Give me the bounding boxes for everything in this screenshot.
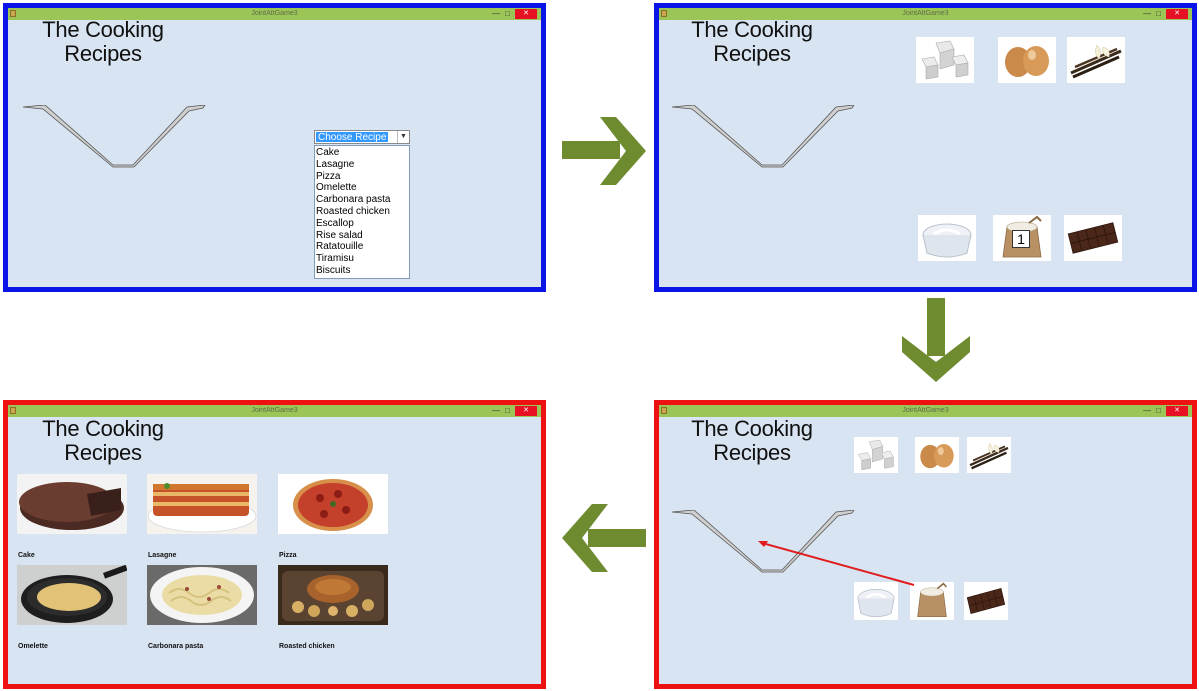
recipe-label: Cake <box>18 552 35 559</box>
window-title: JointAttGame3 <box>251 10 298 17</box>
recipe-option[interactable]: Omelette <box>316 182 357 194</box>
recipe-select[interactable]: Choose Recipe ▼ <box>314 130 410 144</box>
bowl-icon <box>23 105 206 168</box>
page-title: The Cooking Recipes <box>682 417 822 465</box>
app-icon <box>10 10 16 17</box>
close-icon[interactable]: ✕ <box>1166 406 1188 416</box>
flour-sack-icon[interactable] <box>910 582 954 620</box>
sugar-cubes-icon[interactable] <box>916 37 974 83</box>
recipe-label: Omelette <box>18 643 48 650</box>
window-title: JointAttGame3 <box>902 407 949 414</box>
arrow-down-icon <box>902 298 970 382</box>
minimize-icon[interactable]: — <box>1143 9 1152 18</box>
recipe-label: Carbonara pasta <box>148 643 204 650</box>
app-icon <box>10 407 16 414</box>
maximize-icon[interactable]: □ <box>1156 9 1161 18</box>
recipe-card-carbonara-pasta[interactable]: Carbonara pasta <box>147 565 257 650</box>
title-bar: JointAttGame3 — □ ✕ <box>659 405 1192 417</box>
drag-path-line <box>758 541 915 586</box>
recipe-option[interactable]: Roasted chicken <box>316 205 390 217</box>
app-icon <box>661 407 667 414</box>
yogurt-icon[interactable] <box>918 215 976 261</box>
page-title-line1: The Cooking <box>42 416 164 441</box>
page-title-line2: Recipes <box>64 440 142 465</box>
maximize-icon[interactable]: □ <box>505 9 510 18</box>
maximize-icon[interactable]: □ <box>505 406 510 415</box>
yogurt-icon[interactable] <box>854 582 898 620</box>
recipe-option[interactable]: Carbonara pasta <box>316 194 391 206</box>
recipe-dropdown[interactable]: Choose Recipe ▼ Cake Lasagne Pizza Omele… <box>314 130 410 279</box>
window-title: JointAttGame3 <box>251 407 298 414</box>
page-title-line2: Recipes <box>713 440 791 465</box>
minimize-icon[interactable]: — <box>492 9 501 18</box>
arrow-right-icon <box>562 117 646 185</box>
page-title-line1: The Cooking <box>691 17 813 42</box>
chocolate-bar-icon[interactable] <box>964 582 1008 620</box>
close-icon[interactable]: ✕ <box>1166 9 1188 19</box>
minimize-icon[interactable]: — <box>492 406 501 415</box>
bowl-icon <box>672 105 855 168</box>
recipe-label: Roasted chicken <box>279 643 335 650</box>
recipe-card-pizza[interactable]: Pizza <box>278 474 388 559</box>
sugar-cubes-icon[interactable] <box>854 437 898 473</box>
page-title-line2: Recipes <box>713 41 791 66</box>
panel-recipe-gallery: JointAttGame3 — □ ✕ The Cooking Recipes … <box>3 400 546 689</box>
recipe-card-omelette[interactable]: Omelette <box>17 564 128 650</box>
eggs-icon[interactable] <box>915 437 959 473</box>
app-icon <box>661 10 667 17</box>
recipe-option[interactable]: Lasagne <box>316 158 355 170</box>
page-title: The Cooking Recipes <box>33 417 173 465</box>
recipe-card-roasted-chicken[interactable]: Roasted chicken <box>278 565 388 650</box>
chocolate-bar-icon[interactable] <box>1064 215 1122 261</box>
flour-sack-icon[interactable]: 1 <box>992 214 1052 262</box>
pizza-image[interactable] <box>278 474 388 534</box>
recipe-option[interactable]: Biscuits <box>316 264 351 276</box>
minimize-icon[interactable]: — <box>1143 406 1152 415</box>
panel-ingredients: JointAttGame3 — □ ✕ The Cooking Recipes … <box>654 3 1197 292</box>
recipe-options-list: Cake Lasagne Pizza Omelette Carbonara pa… <box>314 145 410 279</box>
recipe-option[interactable]: Ratatouille <box>316 241 364 253</box>
page-title-line1: The Cooking <box>691 416 813 441</box>
maximize-icon[interactable]: □ <box>1156 406 1161 415</box>
lasagne-image[interactable] <box>147 474 257 534</box>
arrow-left-icon <box>562 504 646 572</box>
window-title: JointAttGame3 <box>902 10 949 17</box>
vanilla-pods-icon[interactable] <box>1067 37 1125 83</box>
recipe-option[interactable]: Pizza <box>316 170 341 182</box>
omelette-image[interactable] <box>17 564 128 625</box>
recipe-option[interactable]: Cake <box>316 147 340 158</box>
recipe-option[interactable]: Rise salad <box>316 229 363 241</box>
recipe-label: Pizza <box>279 552 297 559</box>
carbonara-pasta-image[interactable] <box>147 565 257 625</box>
recipe-card-lasagne[interactable]: Lasagne <box>147 474 257 559</box>
title-bar: JointAttGame3 — □ ✕ <box>8 405 541 417</box>
page-title-line2: Recipes <box>64 41 142 66</box>
close-icon[interactable]: ✕ <box>515 406 537 416</box>
panel-drag-ingredient: JointAttGame3 — □ ✕ The Cooking Recipes <box>654 400 1197 689</box>
title-bar: JointAttGame3 — □ ✕ <box>659 8 1192 20</box>
chevron-down-icon[interactable]: ▼ <box>397 131 409 143</box>
recipe-select-value: Choose Recipe <box>316 132 389 143</box>
roasted-chicken-image[interactable] <box>278 565 388 625</box>
title-bar: JointAttGame3 — □ ✕ <box>8 8 541 20</box>
cake-image[interactable] <box>17 474 127 534</box>
vanilla-pods-icon[interactable] <box>967 437 1011 473</box>
close-icon[interactable]: ✕ <box>515 9 537 19</box>
recipe-option[interactable]: Tiramisu <box>316 253 354 265</box>
page-title-line1: The Cooking <box>42 17 164 42</box>
panel-choose-recipe: JointAttGame3 — □ ✕ The Cooking Recipes … <box>3 3 546 292</box>
recipe-option[interactable]: Escallop <box>316 217 354 229</box>
flour-count-badge: 1 <box>1012 230 1030 248</box>
recipe-label: Lasagne <box>148 552 177 559</box>
page-title: The Cooking Recipes <box>682 18 822 66</box>
page-title: The Cooking Recipes <box>33 18 173 66</box>
eggs-icon[interactable] <box>998 37 1056 83</box>
recipe-card-cake[interactable]: Cake <box>17 474 127 559</box>
